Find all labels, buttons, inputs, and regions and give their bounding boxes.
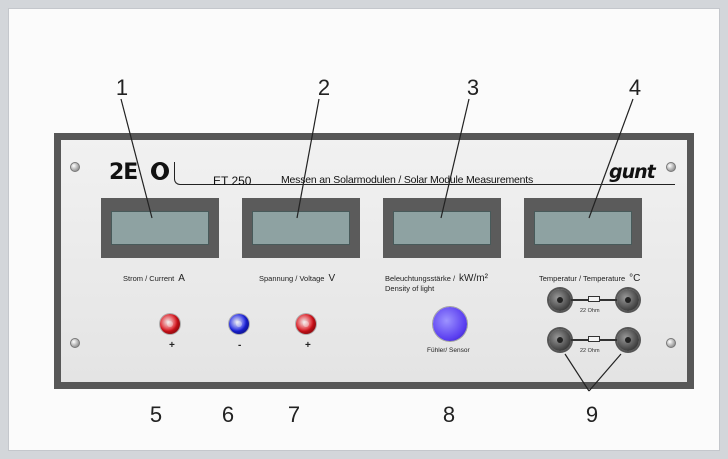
- jack-positive-2: [296, 314, 316, 334]
- leader-9a: [564, 353, 590, 392]
- jack-sign-2: -: [238, 340, 242, 351]
- terminal-top-right: [617, 289, 639, 311]
- logo-2e: 2E: [109, 160, 138, 185]
- jack-sign-3: +: [305, 340, 311, 351]
- leader-lines: [120, 98, 634, 392]
- label-voltage-text: Spannung / Voltage: [259, 274, 325, 283]
- callout-6: 6: [221, 402, 235, 427]
- lcd-screen: [534, 211, 632, 245]
- jack-positive-1: [160, 314, 180, 334]
- unit-current: A: [178, 273, 185, 284]
- callout-2: 2: [317, 75, 331, 100]
- terminal-bottom-right: [617, 329, 639, 351]
- jack-negative: [229, 314, 249, 334]
- callout-3: 3: [466, 75, 480, 100]
- model-number: ET 250: [213, 174, 252, 188]
- display-temperature: [524, 198, 642, 258]
- screw-bottom-left: [70, 338, 80, 348]
- resistor-2: [588, 336, 600, 342]
- screw-bottom-right: [666, 338, 676, 348]
- logo-mark-icon: [151, 162, 169, 180]
- resistor-1: [588, 296, 600, 302]
- label-temperature: Temperatur / Temperature°C: [539, 274, 640, 284]
- diagram-canvas: 1 2 3 4 5 6 7 8 9 2E ET 250 Messen an So…: [8, 8, 720, 451]
- resistor-label-1: 22 Ohm: [580, 308, 600, 314]
- label-light-text-2: Density of light: [385, 284, 435, 293]
- callout-1: 1: [115, 75, 129, 100]
- callout-4: 4: [628, 75, 642, 100]
- label-temperature-text: Temperatur / Temperature: [539, 274, 626, 283]
- leader-2: [296, 98, 320, 219]
- terminal-top-left: [549, 289, 571, 311]
- unit-light: kW/m²: [459, 273, 488, 284]
- resistor-label-2: 22 Ohm: [580, 348, 600, 354]
- brand-logo: gunt: [609, 161, 656, 183]
- front-panel: 2E ET 250 Messen an Solarmodulen / Solar…: [54, 133, 694, 389]
- leader-4: [588, 98, 634, 219]
- label-light: Beleuchtungsstärke /kW/m² Density of lig…: [385, 274, 488, 294]
- lcd-screen: [393, 211, 491, 245]
- display-voltage: [242, 198, 360, 258]
- leader-1: [120, 98, 153, 219]
- leader-3: [440, 98, 470, 219]
- unit-voltage: V: [328, 273, 336, 284]
- callout-7: 7: [287, 402, 301, 427]
- jack-sign-1: +: [169, 340, 175, 351]
- callout-5: 5: [149, 402, 163, 427]
- screw-top-left: [70, 162, 80, 172]
- callout-9: 9: [585, 402, 599, 427]
- panel-face: 2E ET 250 Messen an Solarmodulen / Solar…: [61, 140, 687, 382]
- display-current: [101, 198, 219, 258]
- terminal-bottom-left: [549, 329, 571, 351]
- callout-8: 8: [442, 402, 456, 427]
- display-light: [383, 198, 501, 258]
- header-rule: [174, 162, 675, 185]
- label-current-text: Strom / Current: [123, 274, 175, 283]
- leader-9b: [588, 353, 622, 392]
- lcd-screen: [252, 211, 350, 245]
- panel-title: Messen an Solarmodulen / Solar Module Me…: [281, 174, 534, 186]
- unit-temperature: °C: [629, 273, 641, 284]
- sensor-label: Fühler/ Sensor: [427, 347, 470, 354]
- label-light-text-1: Beleuchtungsstärke /: [385, 274, 456, 283]
- sensor-socket: [433, 307, 467, 341]
- lcd-screen: [111, 211, 209, 245]
